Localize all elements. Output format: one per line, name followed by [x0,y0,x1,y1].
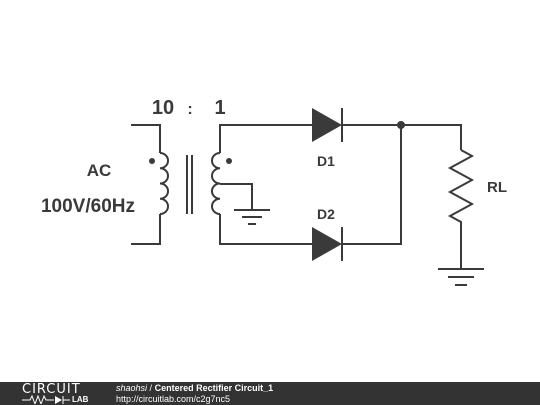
diode-d1-label: D1 [317,153,335,169]
footer-info: shaohsi / Centered Rectifier Circuit_1 h… [116,383,273,404]
primary-polarity-dot [149,158,155,164]
author-link[interactable]: shaohsi [116,383,148,393]
logo-wordmark: CIRCUIT [22,382,81,397]
diode-d2 [312,125,402,261]
footer-bar: CIRCUIT LAB shaohsi / Centered Rectifier… [0,382,540,405]
logo-circuit-icon [22,395,70,404]
logo-lab: LAB [72,395,89,404]
schematic-canvas: AC 100V/60Hz 10 : 1 D1 D2 RL [41,97,507,286]
circuit-url-link[interactable]: http://circuitlab.com/c2g7nc5 [116,393,231,404]
circuit-title[interactable]: Centered Rectifier Circuit_1 [154,383,274,393]
turns-ratio-secondary: 1 [214,97,225,119]
source-rating-label: 100V/60Hz [41,196,135,217]
transformer-core [186,155,193,214]
circuitlab-logo[interactable]: CIRCUIT LAB [22,383,94,404]
secondary-winding [211,124,312,245]
source-label: AC [87,161,112,180]
turns-ratio-primary: 10 [152,97,174,119]
footer-separator: / [149,383,153,393]
secondary-polarity-dot [226,158,232,164]
output-junction [397,121,405,129]
diode-d1 [312,108,462,150]
primary-winding [131,124,169,245]
load-resistor [447,149,475,268]
load-ground-icon [438,268,484,286]
load-resistor-label: RL [487,179,507,196]
diode-d2-label: D2 [317,206,335,222]
turns-ratio-separator: : [187,101,192,118]
center-tap-ground-icon [234,209,270,225]
